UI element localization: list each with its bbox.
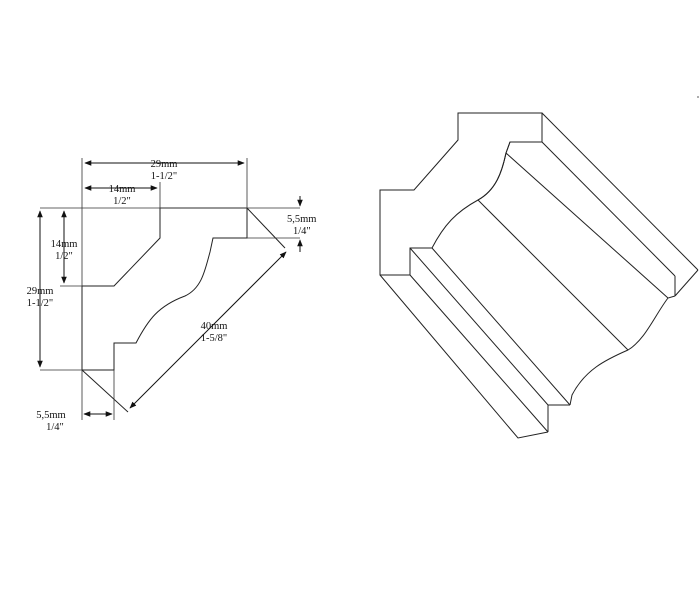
dim-diagonal-metric: 40mm [201,321,228,332]
dim-top-width-metric: 29mm [151,159,178,170]
molding-bottom-edges [379,274,549,439]
profile-section-view: 29mm 1-1/2" 14mm 1/2" 5,5mm 1/4" 14mm 1/… [27,158,316,433]
molding-top-edge [541,112,699,271]
dim-diagonal-line [129,251,287,409]
dim-diagonal-imperial: 1-5/8" [201,333,227,344]
molding-top-inner-edge [541,141,676,277]
dim-right-step-imperial: 1/4" [293,226,311,237]
molding-cove-lower-edge [477,199,629,351]
profile-outline [81,207,248,371]
dim-right-step-metric: 5,5mm [287,214,316,225]
dim-bottom-step-imperial: 1/4" [46,422,64,433]
dim-bottom-step-metric: 5,5mm [36,410,65,421]
dim-left-inner-metric: 14mm [51,239,78,250]
molding-cove-near-edge [505,152,669,299]
dim-top-width-imperial: 1-1/2" [151,171,177,182]
molding-step-edges [409,247,571,432]
dim-top-inner-imperial: 1/2" [113,196,131,207]
profile-diagonal-edge-2 [81,369,129,413]
dim-top-inner-metric: 14mm [109,184,136,195]
molding-cove-far [477,141,676,406]
dim-left-height-imperial: 1-1/2" [27,298,53,309]
extension-lines [40,158,300,420]
profile-diagonal-edge [246,207,286,249]
dim-left-inner-imperial: 1/2" [55,251,73,262]
dim-left-height-metric: 29mm [27,286,54,297]
molding-3d-view [379,112,699,439]
molding-end-face [379,112,543,276]
molding-back-edge [674,269,699,297]
